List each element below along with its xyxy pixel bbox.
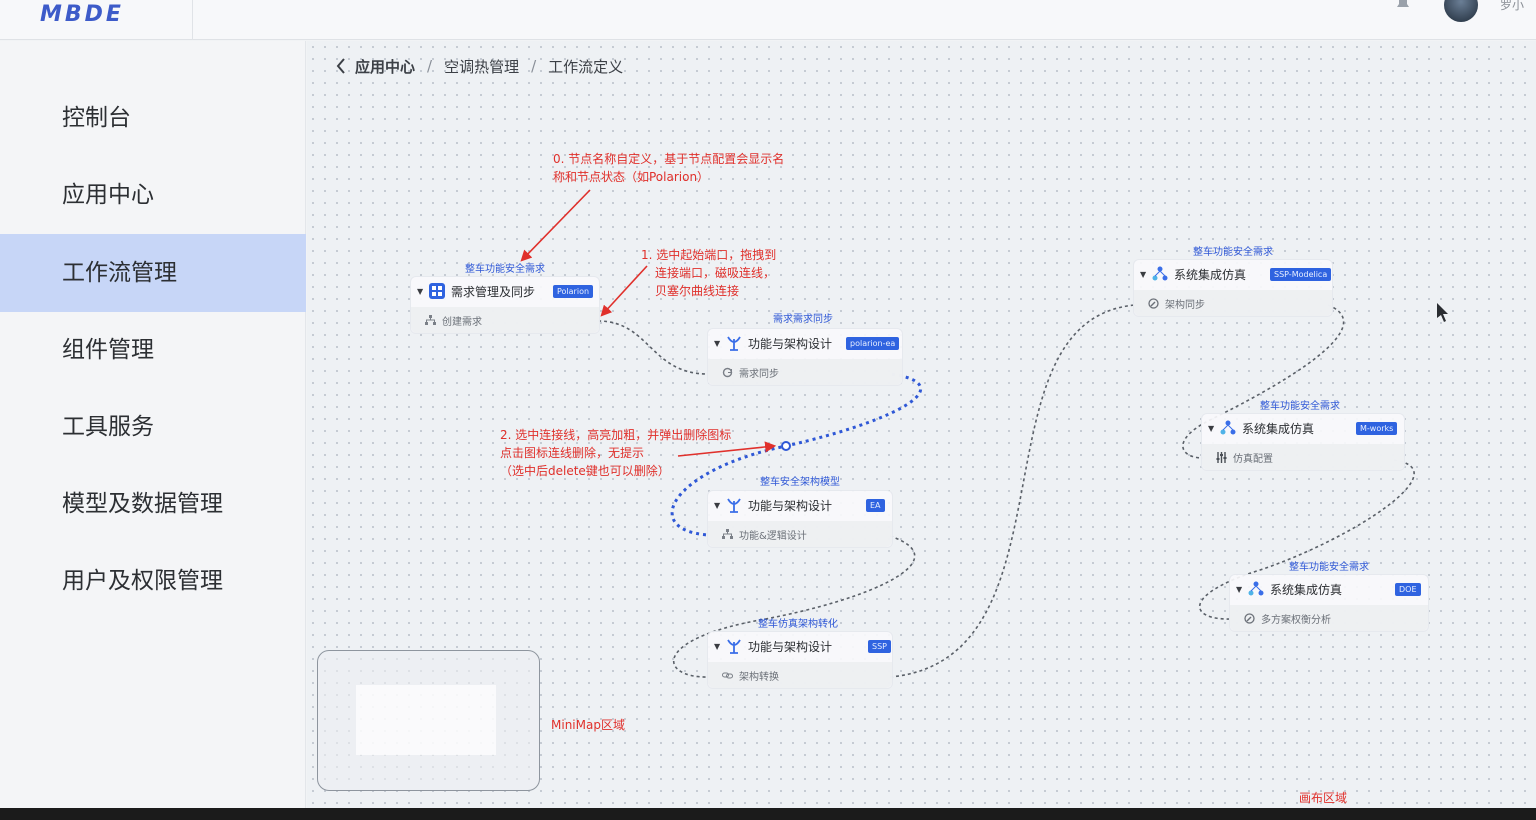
sidebar-item-tools[interactable]: 工具服务	[62, 414, 154, 440]
annotation-port-connect: 1. 选中起始端口，拖拽到 连接端口，磁吸连线， 贝塞尔曲线连接	[641, 246, 776, 300]
annotation-line: 点击图标连线删除，无提示	[500, 446, 645, 460]
node-title: 整车仿真架构转化	[758, 619, 838, 630]
node-step-name: 架构同步	[1165, 299, 1205, 311]
annotation-line: 2. 选中连接线，高亮加粗，并弹出删除图标	[500, 428, 732, 442]
link-icon	[722, 672, 733, 678]
workflow-node-mworks[interactable]: ▼ 系统集成仿真 M-works 仿真配置	[1201, 413, 1405, 471]
node-title: 需求需求同步	[773, 314, 833, 325]
node-status-tag: DOE	[1395, 583, 1421, 596]
node-title: 整车功能安全需求	[465, 264, 545, 275]
header-divider	[192, 0, 193, 40]
sidebar-item-components[interactable]: 组件管理	[62, 337, 154, 363]
node-name: 功能与架构设计	[748, 639, 833, 654]
annotation-canvas: 画布区域	[1299, 791, 1348, 805]
breadcrumb-separator: /	[531, 57, 537, 75]
nodes-icon	[1152, 266, 1168, 281]
workflow-node-doe[interactable]: ▼ 系统集成仿真 DOE 多方案权衡分析	[1229, 574, 1429, 632]
top-header: MBDE 罗小	[0, 0, 1536, 40]
node-title: 整车功能安全需求	[1193, 247, 1273, 258]
annotation-line: 连接端口，磁吸连线，	[655, 266, 776, 280]
workflow-node-sim-arch[interactable]: ▼ 功能与架构设计 SSP 架构转换	[707, 631, 893, 689]
node-status-tag: polarion-ea	[846, 337, 900, 350]
chevron-down-icon[interactable]: ▼	[1236, 584, 1243, 594]
avatar[interactable]	[1444, 0, 1478, 22]
node-title: 整车安全架构模型	[760, 477, 840, 488]
chevron-down-icon[interactable]: ▼	[417, 286, 424, 296]
annotation-line: 1. 选中起始端口，拖拽到	[641, 248, 777, 262]
node-status-tag: M-works	[1356, 422, 1398, 435]
sidebar-item-models-data[interactable]: 模型及数据管理	[62, 491, 223, 517]
hierarchy-icon	[722, 528, 733, 539]
trident-icon	[727, 639, 741, 654]
grid-app-icon	[429, 283, 445, 299]
breadcrumb-item-current: 工作流定义	[548, 57, 624, 76]
node-step-name: 需求同步	[739, 368, 779, 380]
trident-icon	[727, 336, 741, 351]
node-step-name: 多方案权衡分析	[1261, 614, 1331, 626]
sidebar-item-app-center[interactable]: 应用中心	[62, 182, 154, 208]
compass-icon	[1244, 612, 1255, 624]
node-step-name: 功能&逻辑设计	[739, 530, 807, 542]
compass-icon	[1148, 297, 1159, 309]
minimap[interactable]	[317, 650, 540, 791]
node-name: 系统集成仿真	[1174, 267, 1247, 282]
node-step-name: 仿真配置	[1233, 453, 1273, 465]
breadcrumb: 应用中心 / 空调热管理 / 工作流定义	[335, 54, 623, 78]
nodes-icon	[1248, 581, 1264, 596]
node-title: 整车功能安全需求	[1260, 401, 1340, 412]
workflow-node-safety-arch[interactable]: ▼ 功能与架构设计 EA 功能&逻辑设计	[707, 490, 893, 548]
node-status-tag: EA	[866, 499, 885, 512]
workflow-node-ssp-modelica[interactable]: ▼ 系统集成仿真 SSP-Modelica 架构同步	[1133, 259, 1333, 317]
node-name: 系统集成仿真	[1270, 582, 1343, 597]
annotation-node-naming: 0. 节点名称自定义，基于节点配置会显示名 称和节点状态（如Polarion）	[553, 150, 784, 186]
sync-icon	[722, 367, 733, 377]
breadcrumb-separator: /	[427, 57, 433, 75]
minimap-viewport[interactable]	[356, 685, 496, 755]
sidebar-nav: 控制台 应用中心 工作流管理 组件管理 工具服务 模型及数据管理 用户及权限管理	[0, 41, 306, 808]
annotation-wire-delete: 2. 选中连接线，高亮加粗，并弹出删除图标 点击图标连线删除，无提示 （选中后d…	[500, 426, 731, 480]
annotation-minimap: MiniMap区域	[551, 718, 625, 732]
workflow-node-req-sync[interactable]: ▼ 功能与架构设计 polarion-ea 需求同步	[707, 328, 903, 386]
annotation-line: 贝塞尔曲线连接	[655, 284, 740, 298]
annotation-line: （选中后delete键也可以删除）	[500, 464, 670, 478]
node-name: 系统集成仿真	[1242, 421, 1315, 436]
node-name: 功能与架构设计	[748, 498, 833, 513]
bell-icon[interactable]	[1397, 0, 1409, 10]
node-status-tag: SSP	[868, 640, 891, 653]
node-title: 整车功能安全需求	[1289, 562, 1369, 573]
sidebar-item-console[interactable]: 控制台	[62, 105, 131, 131]
hierarchy-icon	[425, 314, 436, 325]
sliders-icon	[1216, 451, 1227, 463]
sidebar-item-users-permissions[interactable]: 用户及权限管理	[62, 568, 223, 594]
annotation-line: 称和节点状态（如Polarion）	[553, 170, 710, 184]
node-step-name: 架构转换	[739, 671, 779, 683]
chevron-down-icon[interactable]: ▼	[714, 641, 721, 651]
node-status-tag: Polarion	[553, 285, 594, 298]
chevron-down-icon[interactable]: ▼	[1208, 423, 1215, 433]
node-name: 需求管理及同步	[451, 284, 536, 299]
trident-icon	[727, 498, 741, 513]
chevron-down-icon[interactable]: ▼	[714, 500, 721, 510]
node-status-tag: SSP-Modelica	[1270, 268, 1332, 281]
node-name: 功能与架构设计	[748, 336, 833, 351]
workflow-node-requirements[interactable]: ▼ 需求管理及同步 Polarion 创建需求	[410, 276, 600, 334]
breadcrumb-item-app-center[interactable]: 应用中心	[355, 57, 416, 76]
chevron-left-icon[interactable]	[335, 58, 347, 74]
annotation-line: 0. 节点名称自定义，基于节点配置会显示名	[553, 152, 785, 166]
breadcrumb-item-hvac[interactable]: 空调热管理	[444, 57, 520, 76]
user-name[interactable]: 罗小	[1500, 0, 1525, 12]
chevron-down-icon[interactable]: ▼	[714, 338, 721, 348]
node-step-name: 创建需求	[442, 316, 482, 328]
chevron-down-icon[interactable]: ▼	[1140, 269, 1147, 279]
nodes-icon	[1220, 420, 1236, 435]
sidebar-item-workflow[interactable]: 工作流管理	[0, 234, 306, 312]
app-logo: MBDE	[40, 2, 124, 27]
